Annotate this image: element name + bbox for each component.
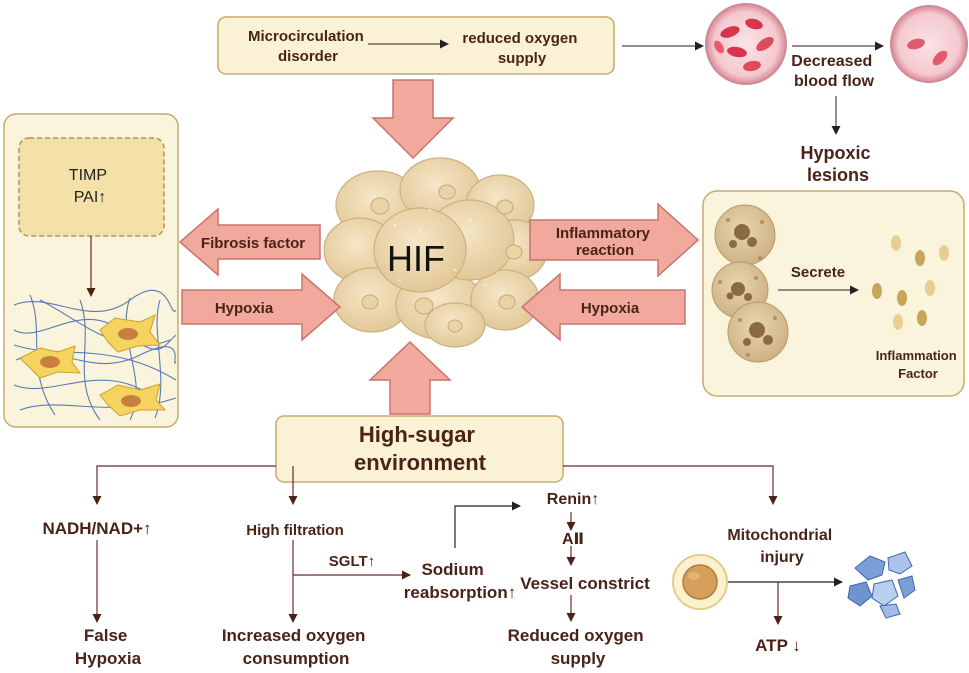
fibrosis-factor-arrow: Fibrosis factor: [178, 207, 321, 277]
vessel-normal-icon: [705, 3, 787, 85]
atp-label: ATP ↓: [755, 636, 801, 655]
high-sugar-label: High-sugar environment: [354, 422, 487, 475]
hypoxia-left-label: Hypoxia: [215, 300, 274, 317]
microcirculation-label: Microcirculation disorder: [248, 28, 368, 65]
decreased-blood-flow-label: Decreased blood flow: [791, 53, 876, 90]
hif-label: HIF: [387, 238, 445, 279]
secrete-label: Secrete: [791, 264, 845, 281]
hypoxia-left-arrow: Hypoxia: [181, 272, 342, 342]
macrophage-icons: [711, 204, 789, 363]
arrow-up-into-hif: [368, 340, 452, 415]
hif-cell-cluster: [323, 157, 548, 348]
reduced-oxygen-label: reduced oxygen supply: [462, 30, 581, 67]
high-filtration-label: High filtration: [246, 522, 344, 539]
arrow-down-into-hif: [371, 79, 455, 160]
hypoxia-right-label: Hypoxia: [581, 300, 640, 317]
angiotensin-label: AⅡ: [562, 531, 584, 548]
fibrosis-factor-label: Fibrosis factor: [201, 235, 305, 252]
fibroblast-icons: [19, 314, 167, 417]
hypoxia-right-arrow: Hypoxia: [520, 272, 686, 342]
hypoxic-lesions-label: Hypoxic lesions: [800, 143, 875, 185]
renin-label: Renin↑: [547, 491, 599, 508]
false-hypoxia-label: False Hypoxia: [75, 626, 142, 668]
inflammatory-reaction-label: Inflammatory reaction: [556, 225, 654, 259]
damaged-mitochondria-icon: [847, 551, 916, 619]
branch-lines: [92, 465, 843, 625]
sodium-reabsorption-label: Sodium reabsorption↑: [404, 560, 516, 602]
mitochondrial-injury-label: Mitochondrial injury: [727, 527, 836, 566]
healthy-mitochondria-icon: [672, 554, 728, 610]
inflammatory-reaction-arrow: Inflammatory reaction: [529, 202, 700, 278]
high-sugar-box: High-sugar environment: [275, 415, 564, 483]
nadh-label: NADH/NAD+↑: [42, 519, 151, 538]
timp-pai-label: TIMP PAI↑: [69, 167, 111, 206]
vessel-reduced-icon: [890, 5, 968, 83]
sglt-label: SGLT↑: [329, 553, 375, 570]
reduced-oxygen-supply-label: Reduced oxygen supply: [508, 626, 649, 668]
fibrosis-panel: TIMP PAI↑: [3, 113, 179, 428]
vessel-constrict-label: Vessel constrict: [520, 574, 650, 593]
inflammation-factor-icons: [872, 235, 949, 330]
increased-oxygen-label: Increased oxygen consumption: [222, 626, 370, 668]
inflammation-panel: Secrete Inflammation Factor: [702, 190, 965, 397]
top-box: Microcirculation disorder reduced oxygen…: [217, 16, 615, 75]
inflammation-factor-label: Inflammation Factor: [876, 348, 961, 381]
